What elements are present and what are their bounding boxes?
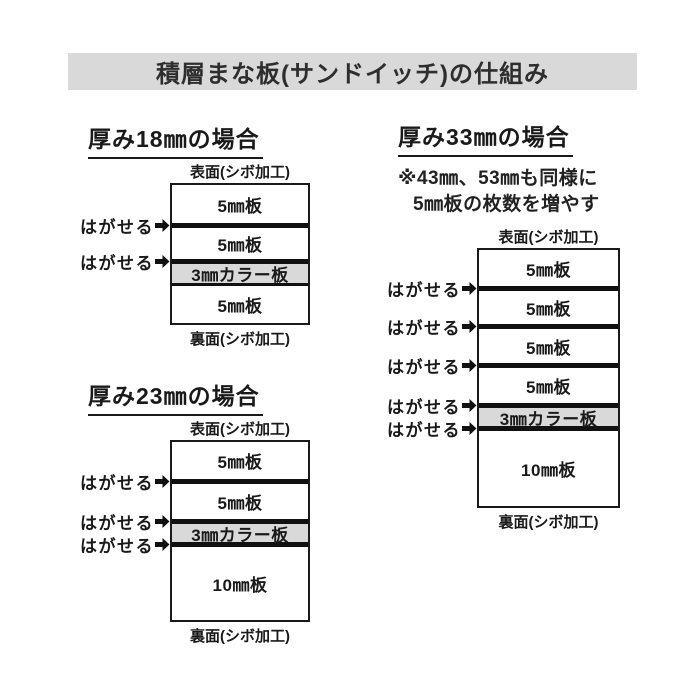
peel-arrow-icon <box>155 515 170 528</box>
peel-label-row: はがせる <box>80 512 170 533</box>
board-stack-23mm: 5㎜板 5㎜板 3㎜カラー板 10㎜板 <box>170 440 310 622</box>
board-layer: 10㎜板 <box>172 547 308 620</box>
board-layer: 5㎜板 <box>172 228 308 259</box>
peel-divider <box>479 426 618 431</box>
peel-label-row: はがせる <box>80 535 170 556</box>
note-line-1: ※43㎜、53㎜も同様に <box>398 168 598 189</box>
board-layer: 10㎜板 <box>479 431 618 506</box>
board-layer-label: 10㎜板 <box>521 461 576 480</box>
board-layer-label: 5㎜板 <box>217 494 263 513</box>
section-heading-33mm: 厚み33㎜の場合 <box>398 118 573 157</box>
board-layer-label: 5㎜板 <box>217 236 263 255</box>
peel-arrow-icon <box>155 219 170 232</box>
board-layer: 5㎜板 <box>172 286 308 323</box>
peel-divider <box>479 286 618 291</box>
back-surface-label: 裏面(シボ加工) <box>498 514 599 531</box>
peel-label-row: はがせる <box>387 419 477 440</box>
peel-label: はがせる <box>80 537 154 556</box>
color-board-layer: 3㎜カラー板 <box>172 524 308 545</box>
peel-divider <box>479 363 618 368</box>
peel-label-row: はがせる <box>80 472 170 493</box>
peel-divider <box>172 223 308 228</box>
board-layer-label: 5㎜板 <box>526 260 571 280</box>
board-layer-label: 5㎜板 <box>217 453 263 472</box>
peel-arrow-icon <box>462 282 477 295</box>
board-layer-label: 3㎜カラー板 <box>191 525 289 545</box>
peel-label-row: はがせる <box>387 396 477 417</box>
peel-arrow-icon <box>462 399 477 412</box>
peel-label: はがせる <box>387 398 461 417</box>
peel-label-row: はがせる <box>80 252 170 273</box>
board-layer-label: 3㎜カラー板 <box>499 409 598 429</box>
board-layer: 5㎜板 <box>172 484 308 519</box>
peel-arrow-icon <box>462 422 477 435</box>
board-layer: 5㎜板 <box>479 291 618 324</box>
peel-label: はがせる <box>80 514 154 533</box>
peel-label: はがせる <box>387 358 461 377</box>
board-layer: 5㎜板 <box>172 185 308 223</box>
peel-label-row: はがせる <box>80 216 170 237</box>
peel-arrow-icon <box>462 320 477 333</box>
front-surface-label: 表面(シボ加工) <box>190 164 290 181</box>
board-layer-label: 10㎜板 <box>212 576 268 595</box>
front-surface-label: 表面(シボ加工) <box>190 421 290 438</box>
board-layer-label: 5㎜板 <box>217 297 263 316</box>
peel-divider <box>172 283 308 286</box>
peel-divider <box>172 259 308 264</box>
back-surface-label: 裏面(シボ加工) <box>190 628 290 645</box>
peel-divider <box>172 519 308 524</box>
peel-label: はがせる <box>80 474 154 493</box>
front-surface-label: 表面(シボ加工) <box>498 229 599 246</box>
peel-arrow-icon <box>155 255 170 268</box>
peel-divider <box>172 479 308 484</box>
peel-label-row: はがせる <box>387 279 477 300</box>
peel-arrow-icon <box>155 475 170 488</box>
peel-label-row: はがせる <box>387 317 477 338</box>
peel-label-row: はがせる <box>387 356 477 377</box>
board-layer-label: 5㎜板 <box>526 300 571 319</box>
title-bar: 積層まな板(サンドイッチ)の仕組み <box>68 53 637 90</box>
peel-label: はがせる <box>387 281 461 300</box>
peel-label: はがせる <box>80 218 154 237</box>
page-title: 積層まな板(サンドイッチ)の仕組み <box>156 61 549 88</box>
peel-label: はがせる <box>387 319 461 338</box>
board-layer-label: 5㎜板 <box>526 378 571 397</box>
peel-divider <box>479 403 618 408</box>
peel-divider <box>479 324 618 329</box>
color-board-layer: 3㎜カラー板 <box>172 264 308 285</box>
board-layer: 5㎜板 <box>479 368 618 403</box>
peel-label: はがせる <box>387 421 461 440</box>
peel-label: はがせる <box>80 254 154 273</box>
board-stack-18mm: 5㎜板 5㎜板 3㎜カラー板 5㎜板 <box>170 183 310 325</box>
note-line-2: 5㎜板の枚数を増やす <box>413 194 600 215</box>
peel-arrow-icon <box>462 359 477 372</box>
board-layer-label: 5㎜板 <box>217 196 263 216</box>
color-board-layer: 3㎜カラー板 <box>479 408 618 429</box>
peel-divider <box>172 542 308 547</box>
back-surface-label: 裏面(シボ加工) <box>190 331 290 348</box>
section-heading-18mm: 厚み18㎜の場合 <box>88 120 263 159</box>
board-layer-label: 5㎜板 <box>526 338 571 358</box>
board-stack-33mm: 5㎜板 5㎜板 5㎜板 5㎜板 3㎜カラー板 10㎜板 <box>477 248 620 508</box>
board-layer: 5㎜板 <box>172 442 308 479</box>
peel-arrow-icon <box>155 538 170 551</box>
section-heading-23mm: 厚み23㎜の場合 <box>88 377 263 416</box>
board-layer: 5㎜板 <box>479 329 618 363</box>
board-layer: 5㎜板 <box>479 250 618 286</box>
board-layer-label: 3㎜カラー板 <box>191 266 289 285</box>
